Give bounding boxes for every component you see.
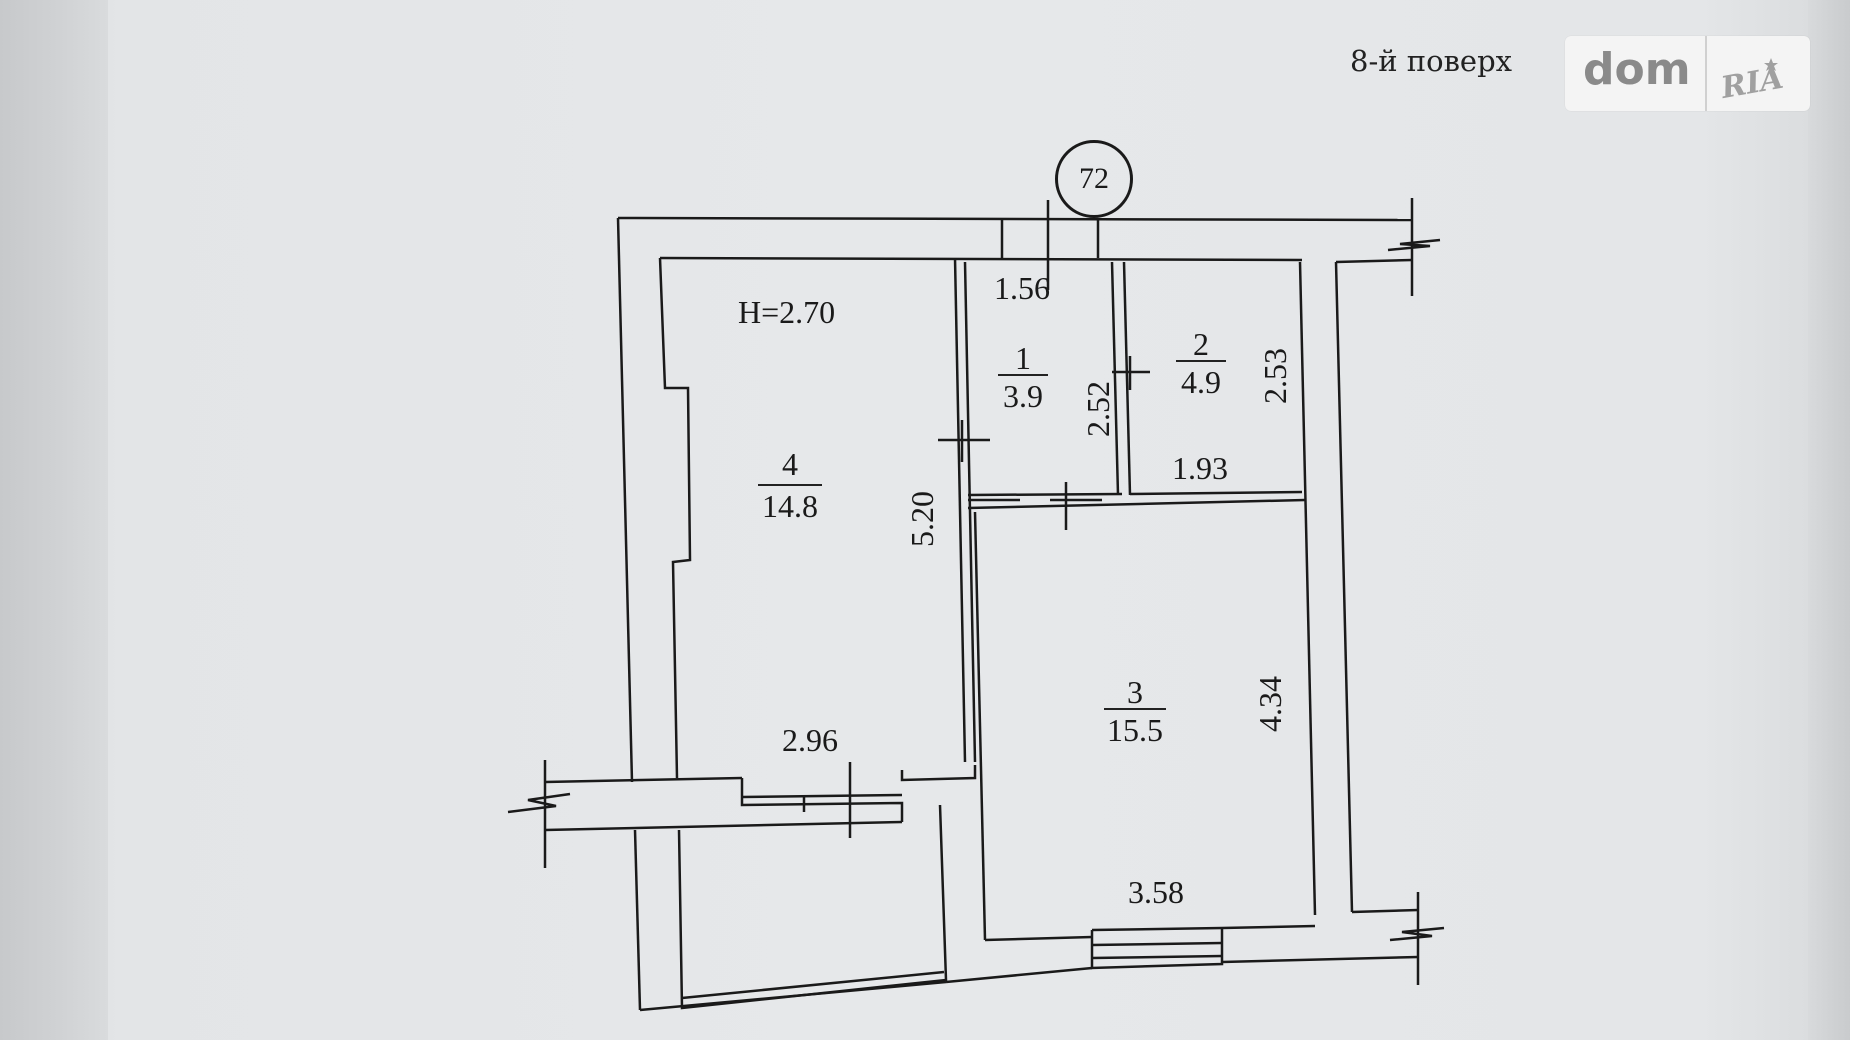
balcony-door-leaf — [741, 793, 903, 799]
dimension-1-93: 1.93 — [1172, 450, 1228, 486]
room2-bottom — [1129, 490, 1303, 496]
room-2-number: 2 — [1193, 326, 1209, 362]
dimension-3-58: 3.58 — [1128, 874, 1184, 910]
window-frame — [1090, 928, 1224, 970]
logo-divider — [1705, 36, 1707, 111]
wall-break-left-top — [544, 776, 743, 784]
door-tick-2 — [1112, 356, 1150, 390]
room3-bottom-right — [1221, 924, 1316, 930]
room-4-area: 14.8 — [758, 484, 822, 522]
room2-left — [1122, 261, 1132, 496]
entry-window-frame — [1000, 220, 1100, 258]
dimension-2-96: 2.96 — [782, 722, 838, 758]
outer-wall-right — [1334, 261, 1354, 913]
wall-stub-top — [900, 765, 977, 782]
room-4-number: 4 — [782, 446, 798, 482]
room1-bottom — [967, 492, 1123, 497]
dimension-1-56: 1.56 — [994, 270, 1050, 306]
window-sill-2 — [1091, 941, 1223, 947]
room-1-number: 1 — [1015, 340, 1031, 376]
outer-wall-top — [617, 216, 1413, 222]
right-page-edge — [1808, 0, 1850, 1040]
break-top-right — [1387, 198, 1441, 296]
break-left — [507, 760, 571, 868]
room1-right — [1110, 261, 1120, 496]
dimension-5-20: 5.20 — [904, 491, 940, 547]
outer-wall-right-bottom — [1351, 908, 1419, 914]
balcony-door-frame — [740, 778, 904, 822]
corridor-top — [967, 498, 1306, 510]
balcony-rail — [681, 970, 945, 1000]
room-3-area: 15.5 — [1104, 708, 1166, 746]
wall-break-left-bottom — [544, 820, 903, 832]
room-3-number: 3 — [1127, 674, 1143, 710]
ceiling-height: H=2.70 — [738, 294, 836, 330]
break-bottom-right — [1389, 892, 1445, 985]
dimension-2-53: 2.53 — [1257, 348, 1293, 404]
room-2-area: 4.9 — [1176, 360, 1226, 398]
svg-text:RIA: RIA — [1718, 61, 1786, 100]
window-sill-3 — [1091, 954, 1223, 960]
inner-wall-top — [659, 256, 1303, 262]
wall-room4-right — [953, 257, 967, 763]
room-1-area: 3.9 — [998, 374, 1048, 412]
outer-wall-left — [616, 217, 634, 783]
outer-wall-left-lower — [633, 829, 642, 1011]
window-sill-1 — [1091, 926, 1223, 932]
balcony-outline — [677, 804, 948, 1010]
apartment-number: 72 — [1055, 140, 1133, 218]
outer-wall-bottom-right-b — [1221, 955, 1419, 964]
left-page-edge — [0, 0, 108, 1040]
inner-wall-right — [1298, 261, 1317, 916]
outer-wall-right-top — [1335, 258, 1413, 264]
logo-ria-mark: RIA — [1718, 58, 1786, 100]
domria-logo: dom RIA — [1565, 36, 1810, 111]
floor-label: 8-й поверх — [1350, 44, 1512, 78]
door-tick-3 — [938, 420, 990, 462]
room3-bottom — [984, 935, 1093, 942]
wall-room4-right-b — [963, 261, 977, 763]
dimension-4-34: 4.34 — [1252, 676, 1288, 732]
dimension-2-52: 2.52 — [1080, 381, 1116, 437]
logo-dom-text: dom — [1583, 44, 1691, 95]
balcony-bottom-outer — [639, 980, 947, 1012]
inner-wall-left — [658, 257, 692, 779]
outer-wall-bottom-right — [945, 966, 1093, 984]
room3-left — [973, 511, 987, 941]
